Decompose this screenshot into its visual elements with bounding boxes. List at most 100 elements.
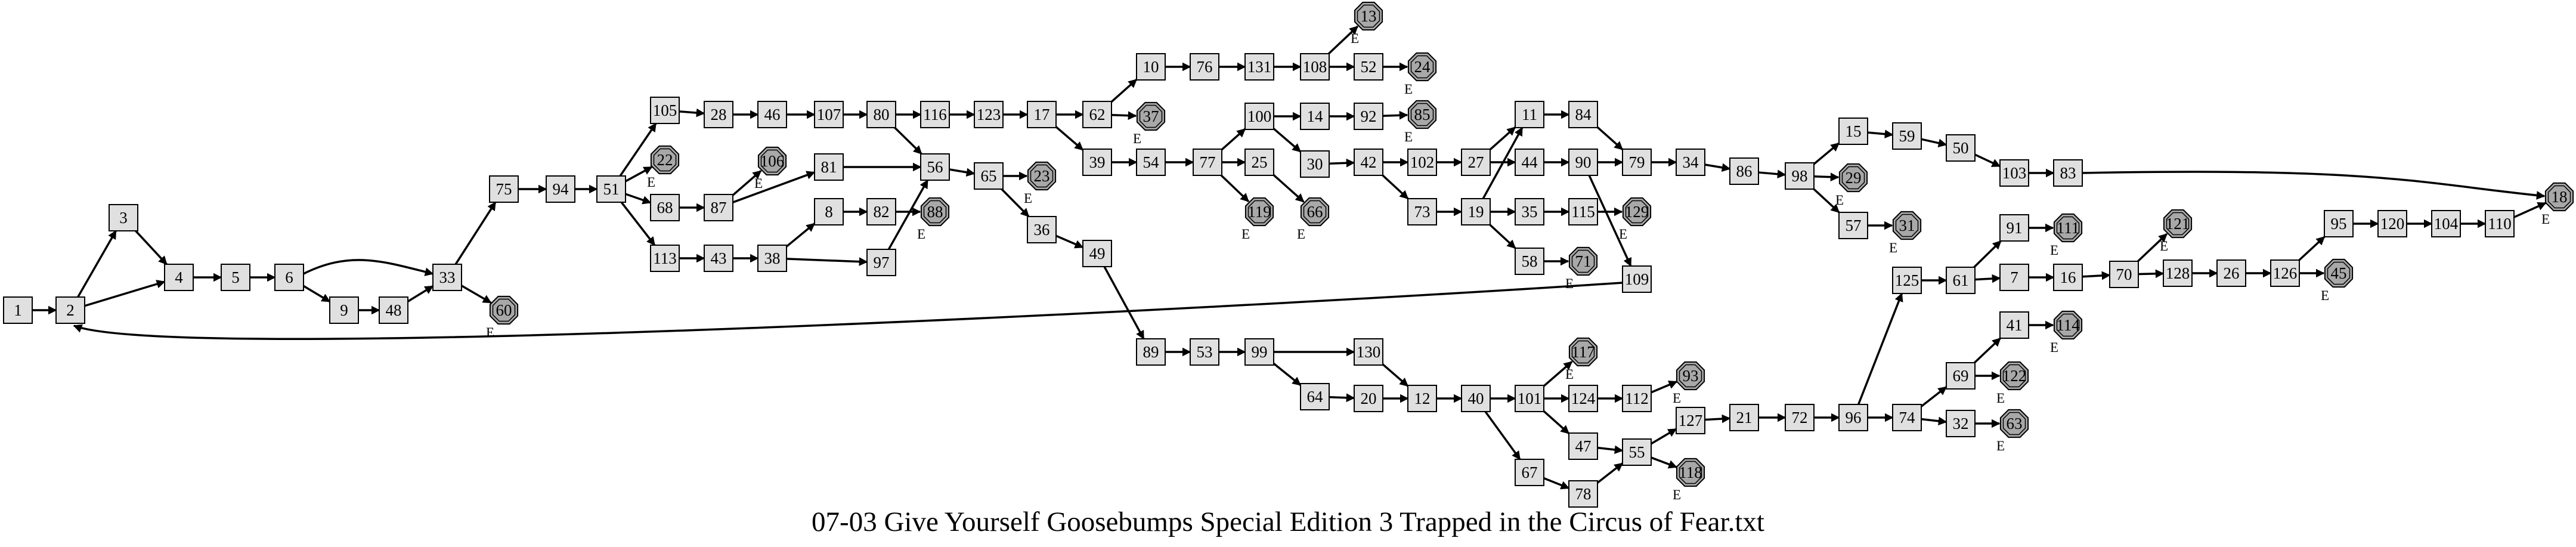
node-label: 72	[1792, 409, 1808, 427]
ending-marker-label: E	[1404, 82, 1413, 97]
section-node: 41	[1999, 311, 2029, 339]
edge-70-to-121	[2137, 233, 2168, 262]
node-box	[1354, 53, 1383, 81]
section-node: 128	[2163, 259, 2193, 287]
section-node: 69	[1946, 362, 1976, 390]
node-label: 36	[1034, 221, 1050, 239]
section-node: 125	[1892, 267, 1922, 294]
section-node: 126	[2270, 259, 2300, 287]
edge-33-to-75	[454, 201, 497, 265]
ending-inner-ring	[2547, 185, 2571, 209]
node-box	[1892, 122, 1922, 150]
edge-51-to-22	[625, 166, 653, 183]
section-node: 94	[546, 175, 575, 203]
node-box	[1027, 216, 1057, 243]
section-node: 46	[757, 101, 787, 128]
node-label: 123	[977, 106, 1001, 123]
node-label: 104	[2434, 215, 2459, 233]
edge-109-to-2	[73, 282, 1623, 340]
section-node: 80	[866, 101, 896, 128]
node-label: 103	[2002, 164, 2027, 182]
ending-octagon-icon	[1136, 101, 1166, 131]
node-label: 46	[764, 106, 781, 123]
section-node: 103	[1999, 159, 2029, 187]
ending-inner-ring	[1410, 55, 1434, 79]
node-label: 41	[2007, 316, 2023, 334]
section-node: 74	[1892, 404, 1922, 431]
section-node: 110	[2485, 210, 2515, 237]
section-node: 40	[1461, 385, 1491, 412]
node-label: 24	[1414, 58, 1431, 76]
ending-marker-label: E	[1024, 191, 1032, 206]
node-box	[1300, 103, 1330, 130]
node-label: 11	[1522, 106, 1537, 123]
node-box	[379, 296, 408, 324]
node-label: 23	[1034, 167, 1050, 185]
node-label: 52	[1361, 58, 1377, 76]
section-node: 10	[1136, 53, 1166, 81]
edge-74-to-32	[1921, 416, 1948, 426]
ending-inner-ring	[1139, 104, 1163, 128]
node-box	[1354, 149, 1383, 176]
node-box	[2324, 210, 2354, 237]
node-box	[1729, 157, 1759, 185]
node-label: 83	[2060, 164, 2076, 182]
section-node: 8	[814, 198, 844, 225]
node-label: 91	[2007, 219, 2023, 237]
section-node: 87	[704, 194, 733, 221]
ending-octagon-icon	[1622, 197, 1652, 227]
node-label: 58	[1522, 252, 1538, 270]
section-node: 92	[1354, 103, 1383, 130]
node-label: 30	[1307, 155, 1323, 173]
edge-19-to-58	[1489, 224, 1516, 249]
ending-marker-label: E	[1565, 276, 1574, 291]
ending-octagon-icon	[1027, 161, 1057, 191]
section-node: 55	[1622, 438, 1652, 466]
section-node: 53	[1190, 338, 1219, 366]
node-label: 68	[657, 199, 673, 217]
node-label: 35	[1522, 203, 1538, 221]
node-label: 69	[1953, 367, 1969, 385]
edge-64-to-20	[1329, 393, 1355, 403]
section-node: 83	[2053, 159, 2083, 187]
node-box	[2431, 210, 2461, 237]
ending-node: E24	[1404, 52, 1437, 97]
ending-octagon-icon	[1407, 100, 1437, 129]
node-label: 108	[1303, 58, 1327, 76]
node-box	[1622, 438, 1652, 466]
node-box	[1461, 149, 1491, 176]
ending-inner-ring	[1895, 214, 1919, 237]
node-label: 7	[2010, 268, 2018, 286]
edge-51-to-105	[619, 122, 657, 177]
ending-marker-label: E	[1835, 193, 1844, 208]
ending-inner-ring	[2002, 364, 2026, 388]
node-box	[1676, 149, 1705, 176]
node-label: 109	[1625, 270, 1649, 288]
edge-130-to-12	[1382, 363, 1409, 387]
section-node: 98	[1785, 162, 1815, 190]
node-box	[704, 101, 733, 128]
section-node: 99	[1244, 338, 1274, 366]
edge-55-to-127	[1651, 428, 1677, 445]
ending-node: E29	[1835, 163, 1868, 208]
node-box	[650, 194, 680, 221]
ending-octagon-icon	[650, 145, 680, 175]
node-box	[546, 175, 575, 203]
edge-36-to-49	[1055, 234, 1084, 249]
edge-2-to-4	[84, 280, 166, 307]
section-node: 47	[1568, 432, 1598, 460]
ending-inner-ring	[923, 200, 947, 224]
section-node: 15	[1838, 118, 1868, 145]
ending-marker-label: E	[1889, 240, 1897, 255]
section-node: 73	[1407, 198, 1437, 225]
node-label: 114	[2056, 316, 2080, 334]
ending-node: E45	[2321, 258, 2354, 303]
edge-105-to-28	[679, 108, 705, 118]
node-label: 93	[1683, 367, 1699, 385]
node-label: 75	[496, 180, 512, 198]
edge-92-to-85	[1382, 110, 1408, 120]
node-label: 61	[1953, 271, 1969, 289]
